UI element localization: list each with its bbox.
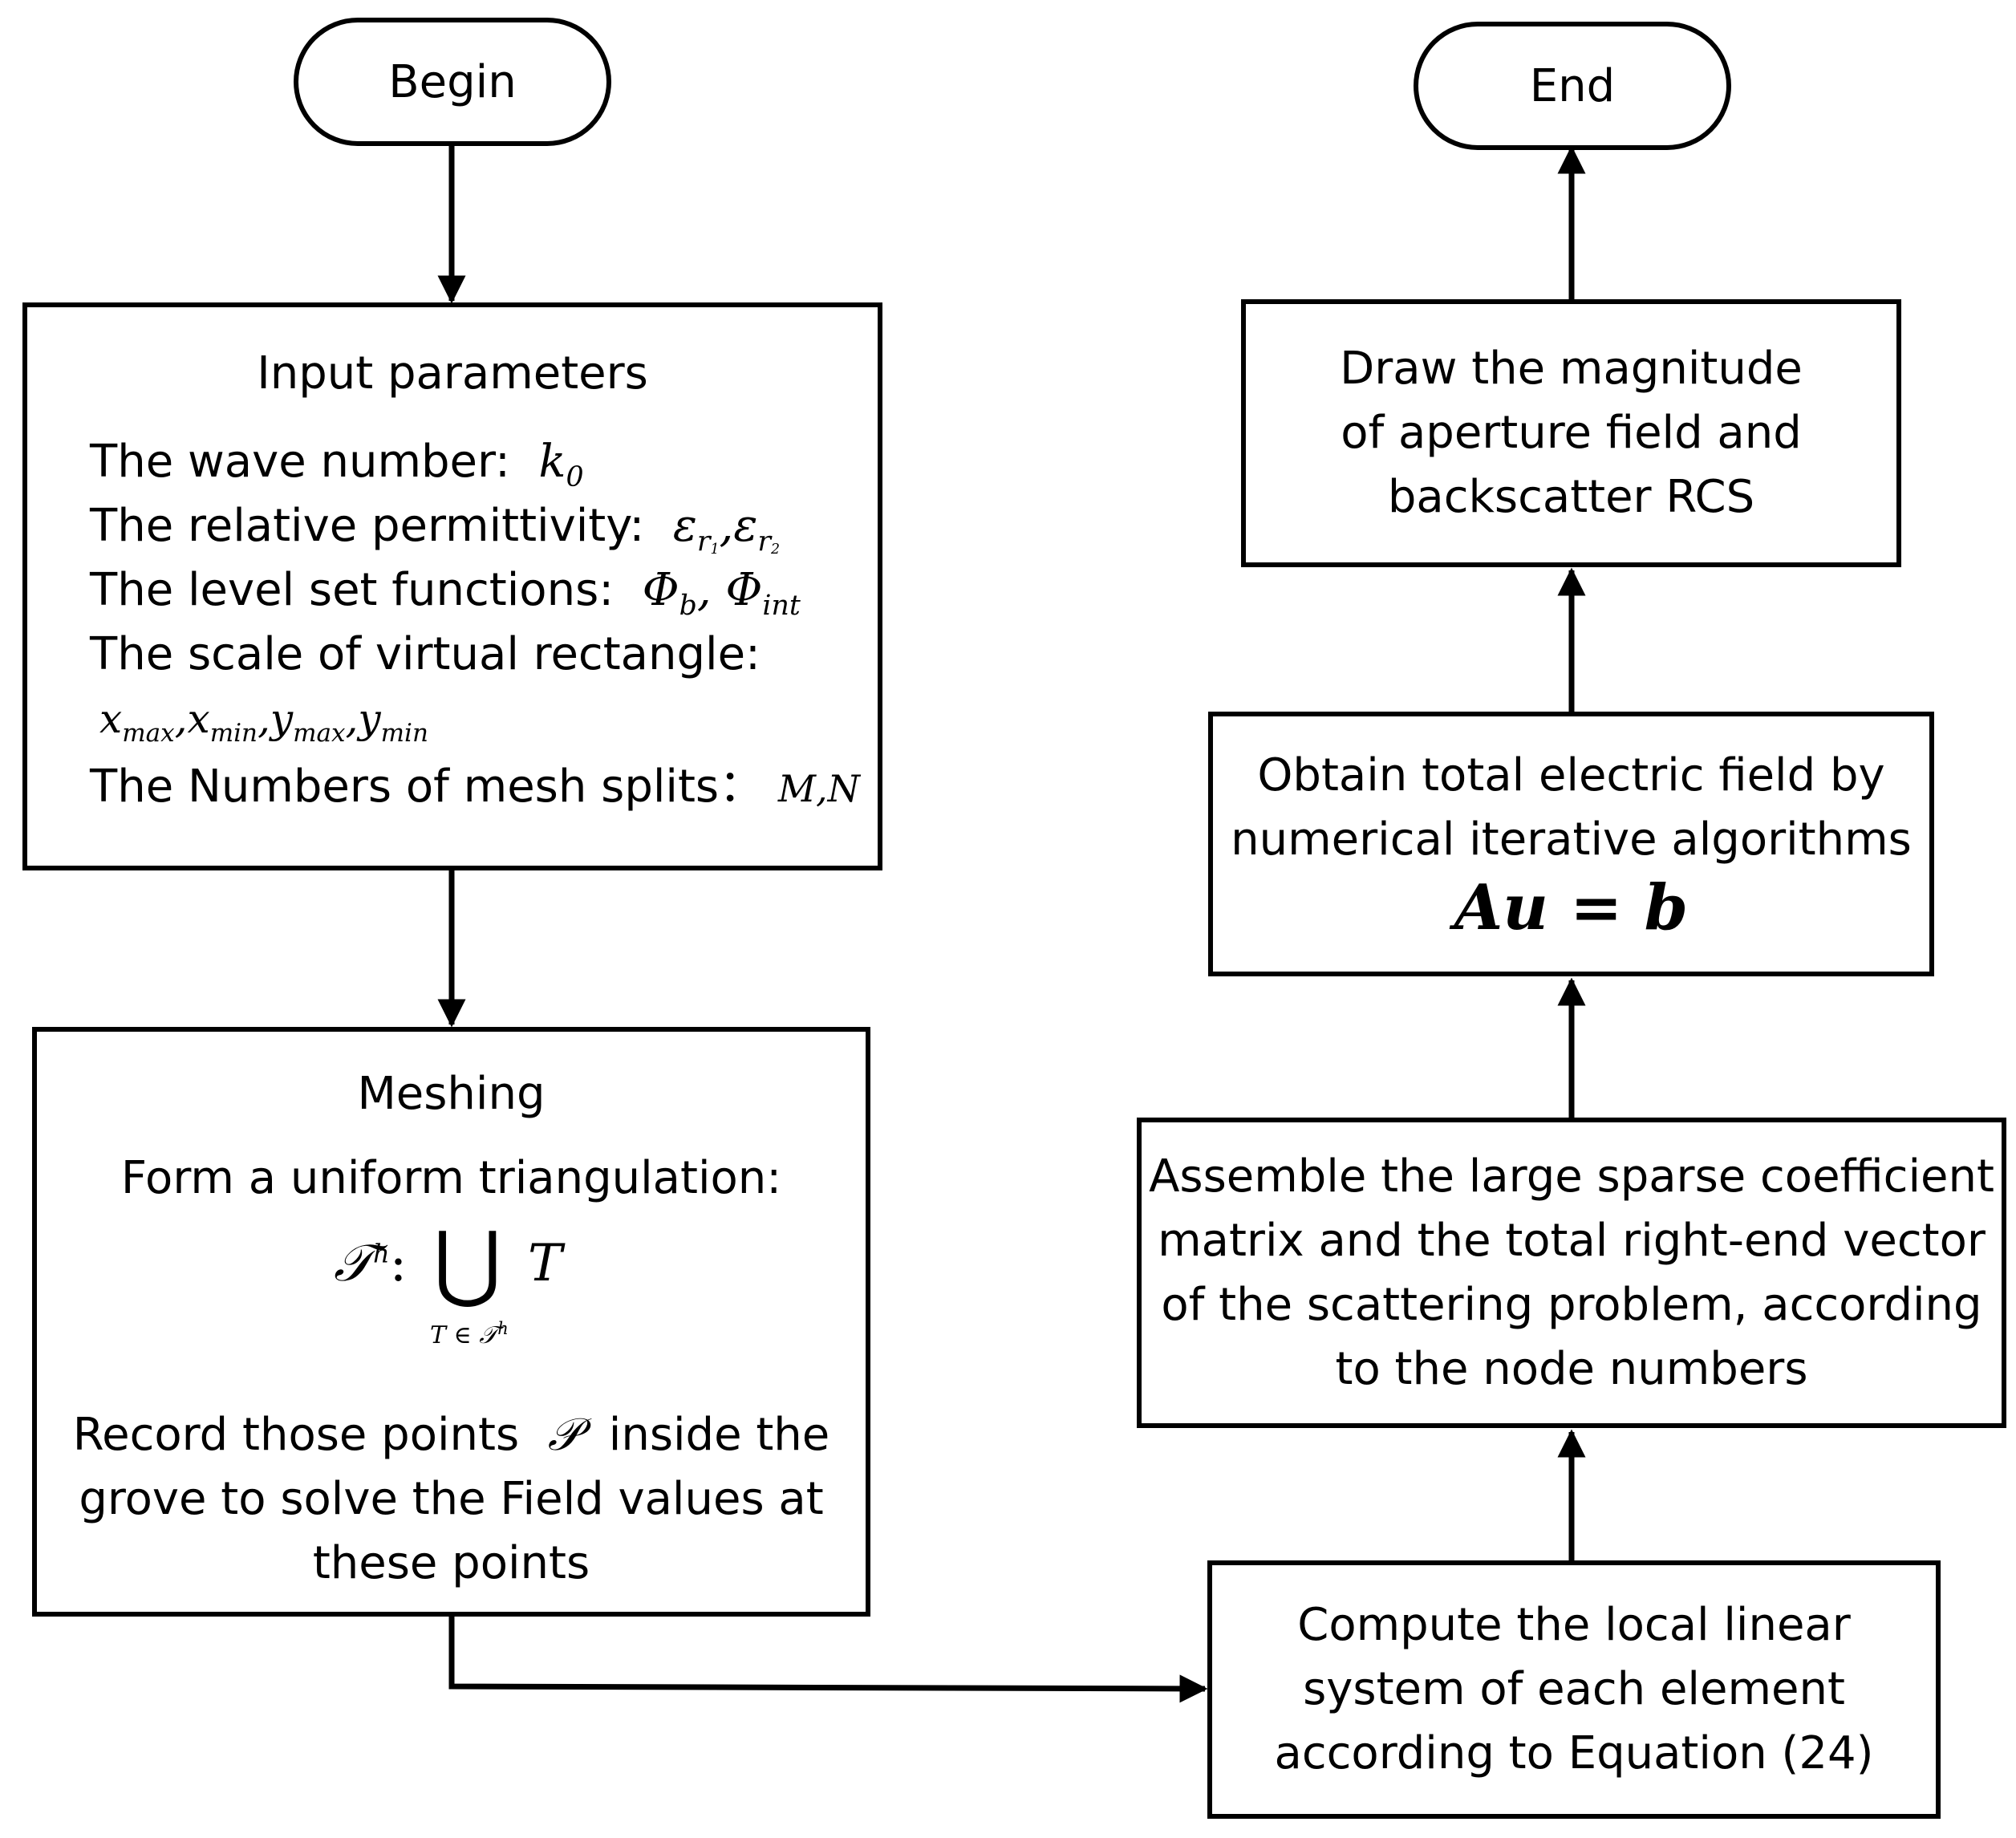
- assemble-line-3: of the scattering problem, according: [1161, 1278, 1982, 1331]
- input-title: Input parameters: [257, 347, 648, 400]
- compute-line-2: system of each element: [1303, 1663, 1845, 1715]
- level-set-label: The level set functions:: [90, 564, 615, 616]
- point-set-symbol: 𝒫: [547, 1409, 581, 1461]
- scale-symbols: xmax,xmin,ymax,ymin: [99, 696, 428, 748]
- linear-system-equation: Au = b: [1454, 871, 1689, 944]
- record-line-1: Record those points 𝒫 inside the: [72, 1409, 830, 1461]
- compute-line-1: Compute the local linear: [1297, 1599, 1851, 1651]
- assemble-line-1: Assemble the large sparse coefficient: [1149, 1150, 1994, 1203]
- record-line-3: these points: [312, 1537, 590, 1589]
- obtain-line-1: Obtain total electric field by: [1257, 749, 1885, 801]
- obtain-box: Obtain total electric field by numerical…: [1208, 712, 1934, 976]
- level-set-symbols: Φb, Φint: [642, 564, 801, 623]
- draw-line-2: of aperture field and: [1341, 407, 1802, 459]
- triangulation-lhs: 𝒯h:: [334, 1234, 408, 1293]
- assemble-line-2: matrix and the total right-end vector: [1158, 1214, 1986, 1267]
- assemble-box: Assemble the large sparse coefficient ma…: [1137, 1118, 2006, 1428]
- scale-line: The scale of virtual rectangle:: [90, 628, 761, 680]
- draw-box: Draw the magnitude of aperture field and…: [1241, 299, 1901, 567]
- triangulation-formula: 𝒯h: ⋃ T T ∈ 𝒯h: [37, 1213, 866, 1361]
- meshing-box: Meshing Form a uniform triangulation: 𝒯h…: [32, 1027, 870, 1617]
- union-T: T: [528, 1234, 562, 1293]
- wave-number-label: The wave number:: [90, 436, 510, 488]
- assemble-line-4: to the node numbers: [1335, 1342, 1808, 1395]
- end-label: End: [1529, 59, 1616, 112]
- union-symbol: ⋃: [433, 1213, 502, 1311]
- permittivity-label: The relative permittivity:: [90, 500, 645, 552]
- begin-terminal: Begin: [294, 18, 611, 146]
- level-set-line: The level set functions: Φb, Φint: [90, 564, 801, 632]
- compute-line-3: according to Equation (24): [1274, 1727, 1874, 1779]
- obtain-line-2: numerical iterative algorithms: [1231, 814, 1912, 866]
- mesh-splits-symbols: M,N: [777, 767, 860, 810]
- record-line-2: grove to solve the Field values at: [79, 1473, 824, 1525]
- mesh-splits-line: The Numbers of mesh splits： M,N: [90, 761, 860, 815]
- wave-number-symbol: k0: [538, 436, 584, 494]
- union-subscript: T ∈ 𝒯h: [430, 1319, 509, 1349]
- arrow-meshing-to-compute: [448, 1614, 1208, 1703]
- begin-label: Begin: [388, 55, 517, 108]
- permittivity-symbols: εr1,εr2: [672, 500, 781, 558]
- draw-line-1: Draw the magnitude: [1340, 343, 1803, 395]
- permittivity-line: The relative permittivity: εr1,εr2: [90, 500, 780, 573]
- input-parameters-box: Input parameters The wave number: k0 The…: [22, 302, 882, 870]
- end-terminal: End: [1414, 22, 1731, 150]
- triangulation-label: Form a uniform triangulation:: [120, 1152, 782, 1204]
- mesh-splits-label: The Numbers of mesh splits：: [90, 761, 765, 813]
- draw-line-3: backscatter RCS: [1387, 471, 1755, 523]
- meshing-title: Meshing: [357, 1068, 546, 1120]
- wave-number-line: The wave number: k0: [90, 436, 584, 504]
- compute-box: Compute the local linear system of each …: [1207, 1560, 1941, 1819]
